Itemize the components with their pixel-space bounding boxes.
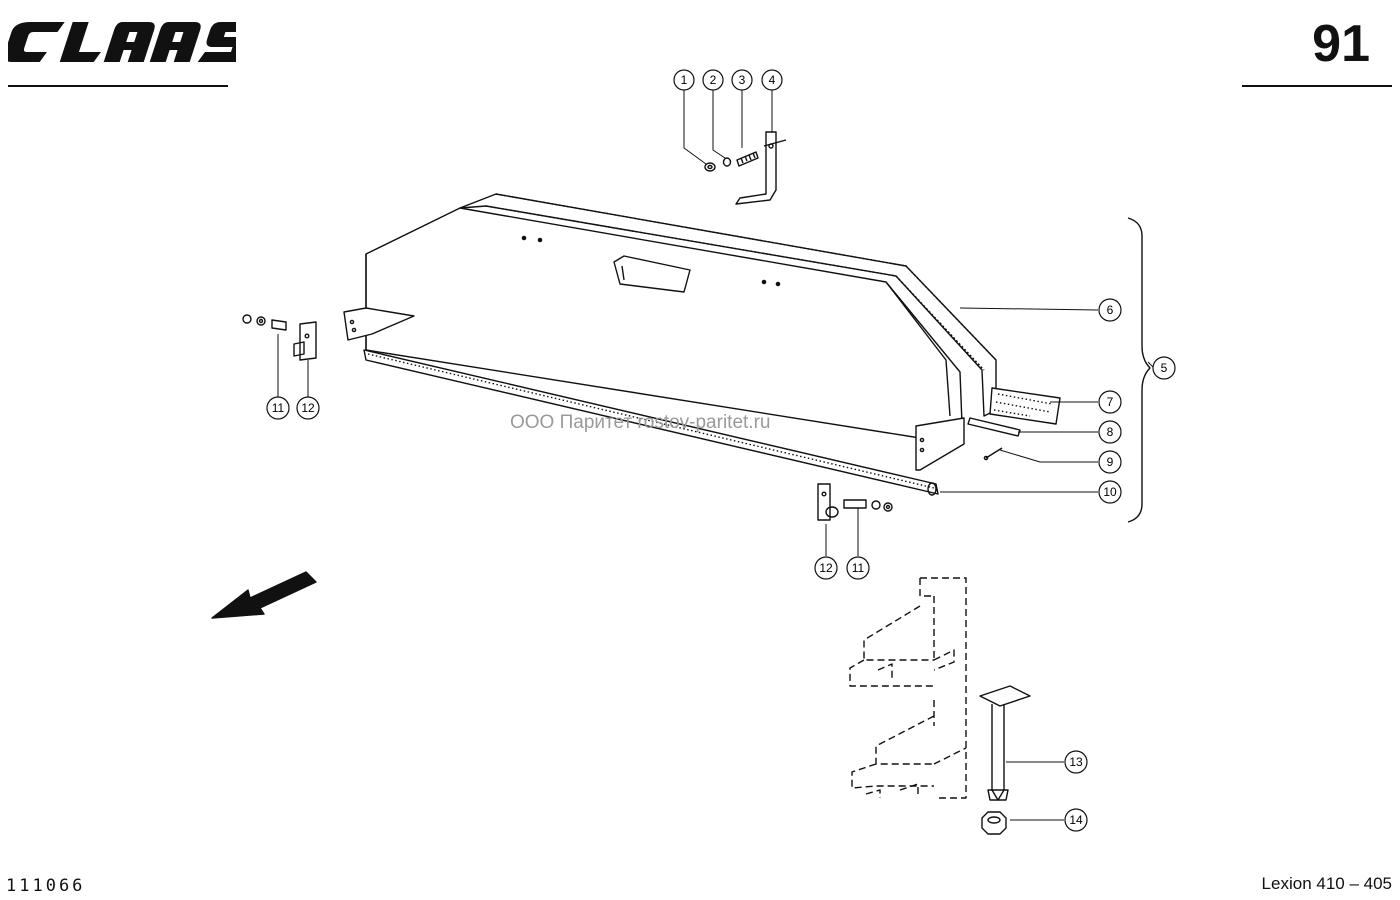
callout-6: 6 <box>1098 298 1122 322</box>
callout-4-label: 4 <box>769 73 776 87</box>
part-bracket-12-right <box>817 483 839 521</box>
callout-3: 3 <box>731 69 753 91</box>
callout-13: 13 <box>1064 750 1088 774</box>
document-code: 111066 <box>6 876 86 896</box>
callout-1: 1 <box>673 69 695 91</box>
model-label: Lexion 410 – 405 <box>1261 874 1392 893</box>
leader-lines <box>277 90 1155 821</box>
callout-10-label: 10 <box>1103 485 1117 499</box>
callout-14: 14 <box>1064 808 1088 832</box>
callout-12-left-label: 12 <box>301 401 315 415</box>
callout-4: 4 <box>761 69 783 91</box>
claas-logo <box>8 22 236 62</box>
direction-arrow <box>211 571 317 619</box>
callout-11-left-label: 11 <box>272 401 285 415</box>
group-bracket-5 <box>1127 217 1151 523</box>
part-nut-1 <box>704 162 716 172</box>
callout-14-label: 14 <box>1069 813 1083 827</box>
callout-7-label: 7 <box>1107 395 1114 409</box>
callout-12-left: 12 <box>296 396 320 420</box>
watermark-text: ООО Паритет rostov-paritet.ru <box>510 412 771 433</box>
callout-12-right-label: 12 <box>819 561 833 575</box>
callout-2: 2 <box>702 69 724 91</box>
callout-13-label: 13 <box>1069 755 1083 769</box>
part-fastener-11-left <box>242 314 287 331</box>
part-bolt-3 <box>736 151 759 167</box>
callout-8: 8 <box>1098 420 1122 444</box>
part-bracket-4 <box>735 131 787 205</box>
callout-2-label: 2 <box>710 73 717 87</box>
callout-1-label: 1 <box>681 73 688 87</box>
part-bolt-13 <box>979 685 1031 801</box>
header-rule-right <box>1242 85 1392 87</box>
callout-11-right: 11 <box>846 556 870 580</box>
callout-3-label: 3 <box>739 73 746 87</box>
part-strip-10 <box>363 349 939 496</box>
part-pin-9 <box>983 447 1003 461</box>
part-plate-8 <box>967 417 1021 437</box>
callout-7: 7 <box>1098 390 1122 414</box>
frame-outline <box>849 577 967 799</box>
callout-5: 5 <box>1152 356 1176 380</box>
part-fastener-11-right <box>843 499 893 512</box>
callout-6-label: 6 <box>1107 303 1114 317</box>
part-washer-2 <box>722 157 732 167</box>
callout-9-label: 9 <box>1107 455 1114 469</box>
callout-5-label: 5 <box>1161 361 1168 375</box>
callout-11-left: 11 <box>266 396 290 420</box>
part-bracket-12-left <box>293 321 317 361</box>
callout-12-right: 12 <box>814 556 838 580</box>
header-rule-left <box>8 85 228 87</box>
page-number: 91 <box>1312 15 1370 73</box>
callout-11-right-label: 11 <box>852 561 865 575</box>
part-nut-14 <box>981 811 1007 835</box>
callout-8-label: 8 <box>1107 425 1114 439</box>
callout-10: 10 <box>1098 480 1122 504</box>
part-strip-7 <box>989 387 1061 425</box>
callout-9: 9 <box>1098 450 1122 474</box>
